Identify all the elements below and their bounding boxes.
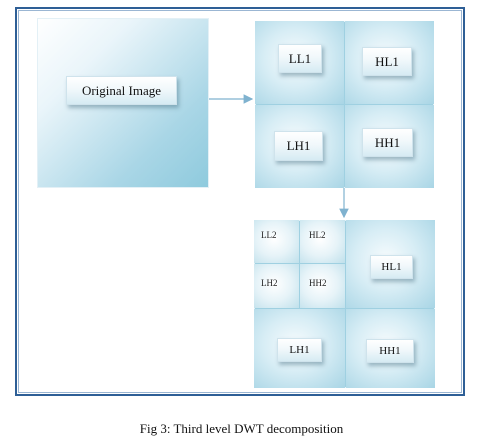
level3-hl2-label: HL2 — [309, 230, 326, 240]
level3-ll2-quadrant — [254, 220, 299, 263]
original-image-label: Original Image — [66, 76, 177, 105]
level3-hh2-quadrant — [300, 264, 345, 308]
level3-panel: LL2 HL2 LH2 HH2 HL1 LH1 HH1 — [254, 220, 435, 388]
level3-lh2-label: LH2 — [261, 278, 278, 288]
level1-hl-label: HL1 — [362, 47, 412, 76]
level1-hh-label: HH1 — [362, 128, 413, 157]
original-image-panel: Original Image — [37, 18, 209, 188]
level1-panel: LL1 HL1 LH1 HH1 — [255, 21, 434, 188]
level3-hh1-label: HH1 — [366, 339, 414, 363]
figure-caption: Fig 3: Third level DWT decomposition — [139, 421, 344, 436]
level3-ll2-label: LL2 — [261, 230, 277, 240]
level3-hh2-label: HH2 — [309, 278, 327, 288]
level3-hl2-quadrant — [300, 220, 345, 263]
level3-lh2-quadrant — [254, 264, 299, 308]
level1-lh-label: LH1 — [274, 131, 323, 161]
level1-ll-label: LL1 — [278, 44, 322, 73]
level3-lh1-label: LH1 — [277, 338, 322, 362]
level3-hl1-label: HL1 — [370, 255, 413, 279]
figure-frame — [15, 7, 465, 396]
